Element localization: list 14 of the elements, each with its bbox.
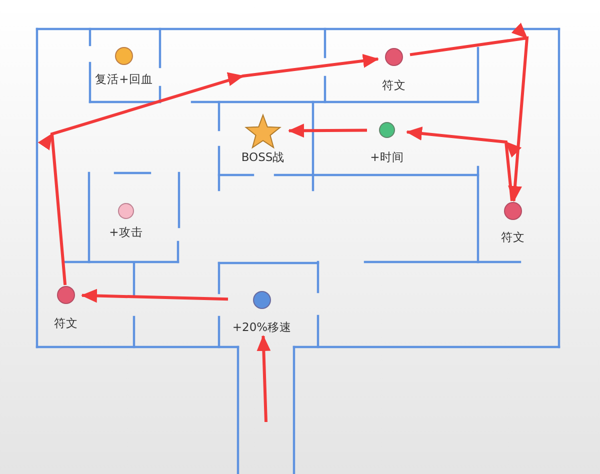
room-label: +攻击 xyxy=(108,225,144,239)
room-label: BOSS战 xyxy=(240,150,286,164)
arrow xyxy=(288,124,368,138)
arrow xyxy=(81,288,228,303)
arrow xyxy=(406,126,522,202)
room-label: 符文 xyxy=(381,78,407,92)
room-label: 符文 xyxy=(53,316,79,330)
room-label: +20%移速 xyxy=(231,320,293,334)
room-label: +时间 xyxy=(369,150,405,164)
room-label: 复活+回血 xyxy=(94,72,154,86)
arrow xyxy=(38,54,379,286)
arrow xyxy=(256,335,271,422)
room-label: 符文 xyxy=(500,230,526,244)
arrow xyxy=(410,22,529,202)
